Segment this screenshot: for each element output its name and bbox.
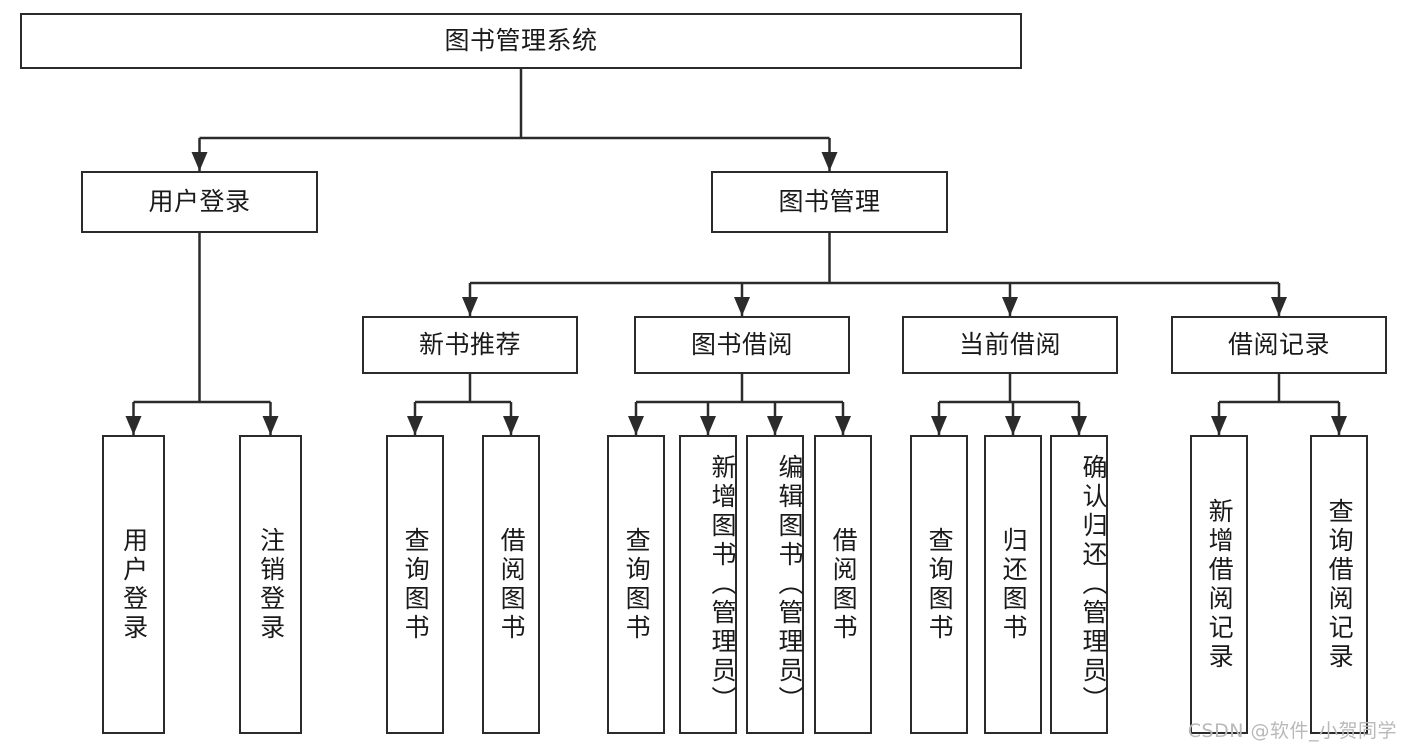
node-leaf-add-book[interactable]: 新增图书（管理员）: [679, 435, 737, 734]
node-root[interactable]: 图书管理系统: [20, 13, 1022, 69]
edge-arrowhead: [931, 416, 947, 435]
edge-arrowhead: [700, 416, 716, 435]
node-label: 图书借阅: [690, 329, 793, 359]
node-leaf-query-book-3[interactable]: 查询图书: [910, 435, 968, 734]
node-label: 查询图书: [401, 526, 431, 643]
node-book-manage[interactable]: 图书管理: [711, 171, 948, 233]
edge-arrowhead: [628, 416, 644, 435]
node-label: 查询图书: [925, 526, 955, 643]
node-leaf-query-book-2[interactable]: 查询图书: [607, 435, 665, 734]
edge-arrowhead: [835, 416, 851, 435]
node-label: 借阅图书: [497, 526, 527, 643]
edge-arrowhead: [1211, 416, 1227, 435]
node-leaf-query-book-1[interactable]: 查询图书: [386, 435, 444, 734]
node-leaf-edit-book[interactable]: 编辑图书（管理员）: [746, 435, 804, 734]
node-label: 当前借阅: [958, 329, 1061, 359]
node-leaf-logout[interactable]: 注销登录: [239, 435, 302, 734]
edge-arrowhead: [1331, 416, 1347, 435]
node-current-borrow[interactable]: 当前借阅: [902, 316, 1118, 374]
node-label: 注销登录: [256, 526, 286, 643]
node-leaf-add-record[interactable]: 新增借阅记录: [1190, 435, 1248, 734]
edge-arrowhead: [191, 152, 208, 171]
node-book-borrow[interactable]: 图书借阅: [634, 316, 850, 374]
node-borrow-record[interactable]: 借阅记录: [1171, 316, 1387, 374]
node-label: 新书推荐: [418, 329, 521, 359]
watermark: CSDN @软件_小贺同学: [1187, 720, 1397, 742]
node-label: 归还图书: [999, 526, 1029, 643]
node-leaf-confirm-ret[interactable]: 确认归还（管理员）: [1050, 435, 1108, 734]
node-label: 借阅记录: [1227, 329, 1330, 359]
node-leaf-user-login[interactable]: 用户登录: [102, 435, 165, 734]
node-label: 图书管理: [778, 186, 881, 216]
node-label: 用户登录: [119, 526, 149, 643]
node-label: 新增图书（管理员）: [708, 454, 737, 715]
node-leaf-query-record[interactable]: 查询借阅记录: [1310, 435, 1368, 734]
node-user-login[interactable]: 用户登录: [81, 171, 318, 233]
node-label: 确认归还（管理员）: [1079, 454, 1108, 715]
edge-arrowhead: [503, 416, 519, 435]
edge-arrowhead: [1071, 416, 1087, 435]
edge-arrowhead: [1271, 297, 1287, 316]
node-label: 新增借阅记录: [1205, 497, 1235, 672]
node-label: 查询图书: [622, 526, 652, 643]
node-label: 用户登录: [148, 186, 251, 216]
edge-arrowhead: [262, 416, 279, 435]
node-leaf-borrow-book-2[interactable]: 借阅图书: [814, 435, 872, 734]
node-label: 查询借阅记录: [1325, 497, 1355, 672]
edge-arrowhead: [125, 416, 142, 435]
edge-arrowhead: [1002, 297, 1018, 316]
edge-arrowhead: [767, 416, 783, 435]
node-label: 借阅图书: [829, 526, 859, 643]
node-leaf-borrow-book-1[interactable]: 借阅图书: [482, 435, 540, 734]
edge-arrowhead: [821, 152, 838, 171]
node-label: 图书管理系统: [444, 25, 598, 55]
node-leaf-return-book[interactable]: 归还图书: [984, 435, 1042, 734]
node-new-book-rec[interactable]: 新书推荐: [362, 316, 578, 374]
edge-arrowhead: [734, 297, 750, 316]
edge-arrowhead: [1005, 416, 1021, 435]
node-label: 编辑图书（管理员）: [775, 454, 804, 715]
edge-arrowhead: [407, 416, 423, 435]
edge-arrowhead: [462, 297, 478, 316]
